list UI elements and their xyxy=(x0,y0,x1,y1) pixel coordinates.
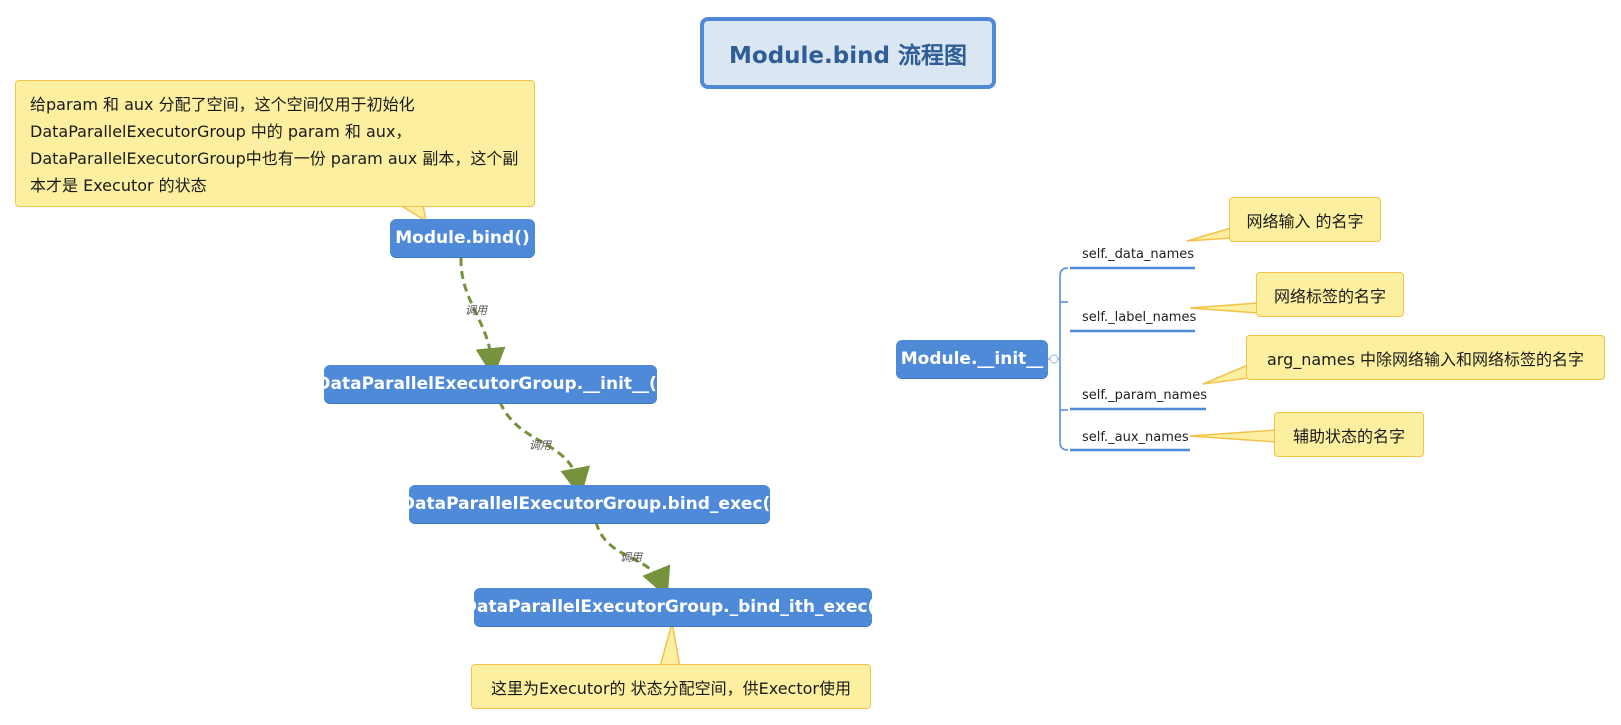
edge-label: 调用 xyxy=(465,304,487,317)
node-module-init[interactable]: Module.__init__ xyxy=(896,340,1048,378)
aux-names-note: 辅助状态的名字 xyxy=(1274,412,1424,457)
collapse-toggle-icon xyxy=(1049,354,1059,364)
top-note-line: DataParallelExecutorGroup中也有一份 param aux… xyxy=(30,149,519,168)
param-names-note-tail xyxy=(1202,364,1249,385)
edge-init-to-bindexec xyxy=(498,401,590,498)
node-executor-group-bind-exec[interactable]: DataParallelExecutorGroup.bind_exec() xyxy=(401,485,778,523)
top-note-line: 给param 和 aux 分配了空间，这个空间仅用于初始化 xyxy=(30,95,415,114)
field-label-names: self._label_names xyxy=(1082,310,1197,325)
bottom-note: 这里为Executor的 状态分配空间，供Exector使用 xyxy=(471,664,871,709)
init-bracket xyxy=(1059,267,1069,451)
top-note-line: 本才是 Executor 的状态 xyxy=(30,176,207,195)
bottom-note-tail xyxy=(659,622,681,668)
field-param-names: self._param_names xyxy=(1082,388,1207,403)
edge-bindexec-to-bindith xyxy=(594,521,671,598)
node-executor-group-init[interactable]: DataParallelExecutorGroup.__init__() xyxy=(316,365,665,403)
label-names-note: 网络标签的名字 xyxy=(1256,272,1404,317)
param-names-note: arg_names 中除网络输入和网络标签的名字 xyxy=(1246,335,1605,380)
edge-bind-to-init xyxy=(459,257,506,378)
field-aux-names: self._aux_names xyxy=(1082,430,1189,445)
diagram-title: Module.bind 流程图 xyxy=(700,17,996,89)
data-names-note: 网络输入 的名字 xyxy=(1229,197,1381,242)
field-data-names: self._data_names xyxy=(1082,247,1195,262)
top-note: 给param 和 aux 分配了空间，这个空间仅用于初始化 DataParall… xyxy=(15,80,535,207)
node-module-bind[interactable]: Module.bind() xyxy=(390,219,535,257)
label-names-note-tail xyxy=(1189,302,1259,314)
data-names-note-tail xyxy=(1186,227,1232,242)
edge-label: 调用 xyxy=(529,439,551,452)
aux-names-note-tail xyxy=(1189,429,1277,443)
top-note-line: DataParallelExecutorGroup 中的 param 和 aux… xyxy=(30,122,412,141)
edge-label: 调用 xyxy=(620,551,642,564)
node-executor-group-bind-ith-exec[interactable]: DataParallelExecutorGroup._bind_ith_exec… xyxy=(463,588,883,626)
